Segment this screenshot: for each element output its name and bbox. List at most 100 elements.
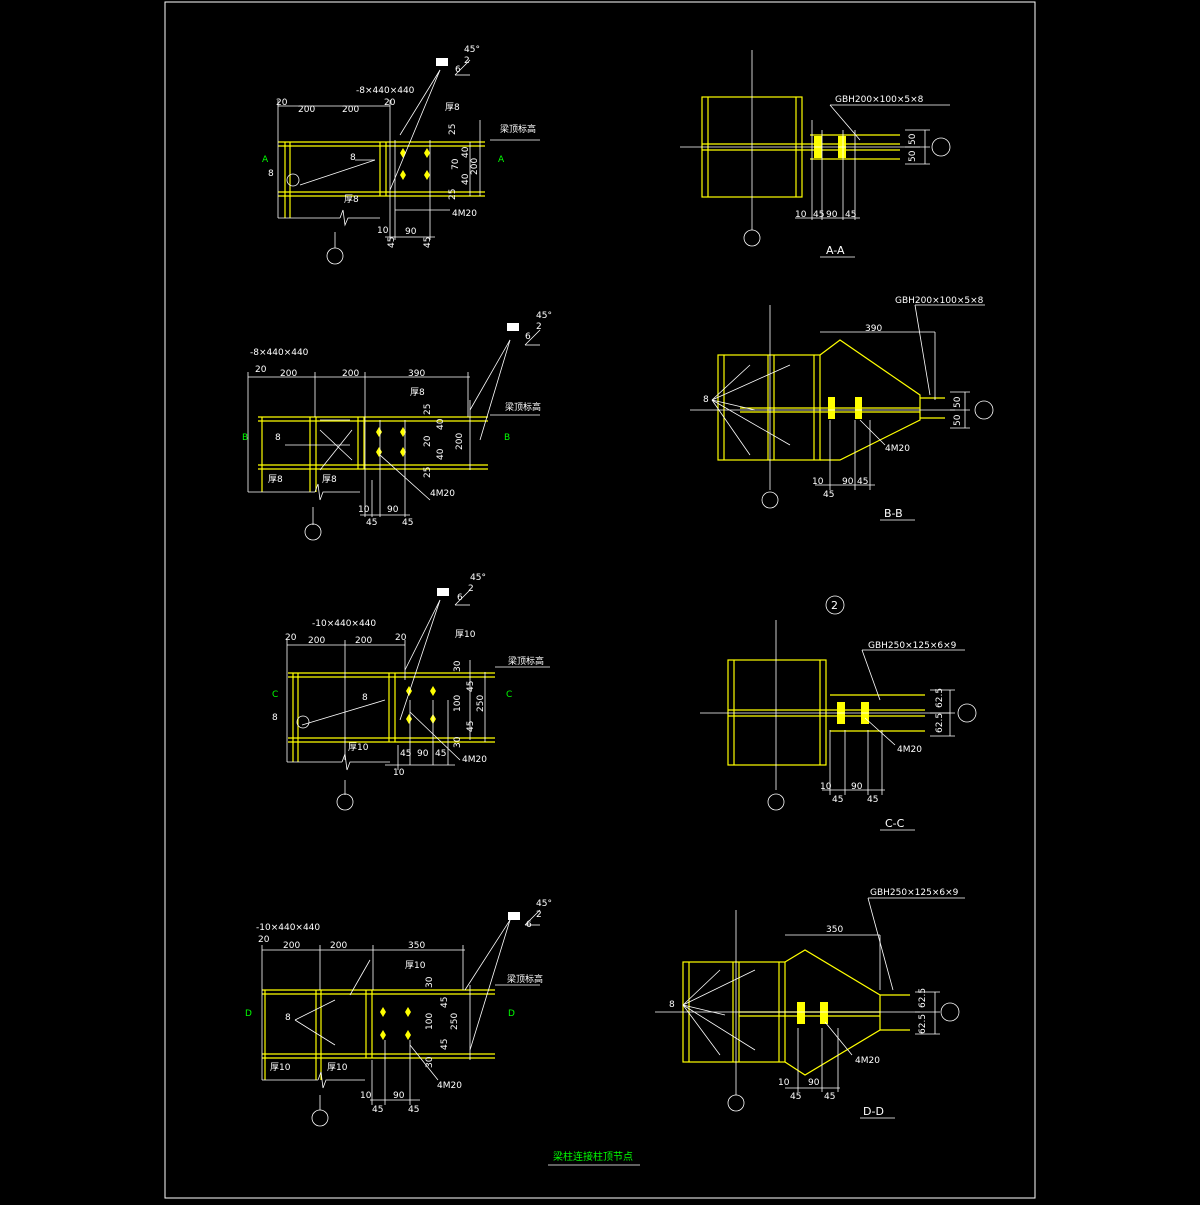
bolt-label: 4M20: [452, 209, 477, 219]
section-title: D-D: [863, 1105, 884, 1118]
bdim-45-a: 45: [823, 490, 834, 500]
section-mark-left: B: [242, 433, 248, 443]
bdim-10: 10: [358, 505, 370, 515]
vdim-1: 30: [453, 660, 463, 672]
rdim-2: 50: [908, 150, 918, 162]
rdim-1: 62.5: [935, 688, 945, 708]
vdim-4: 45: [466, 721, 476, 732]
vdim-total: 250: [450, 1013, 460, 1030]
bdim-45-b: 45: [423, 237, 433, 248]
flag-b: 6: [455, 65, 461, 75]
stiffener-label: 厚10: [455, 629, 476, 640]
flag-angle: 45°: [464, 45, 480, 55]
bdim-45-a: 45: [400, 749, 411, 759]
detail-d: -10×440×440 20 200 200 350 厚10 8 梁顶标高 30…: [245, 899, 552, 1127]
vdim-3: 100: [425, 1013, 435, 1030]
flag-a: 2: [464, 56, 470, 66]
dim-390: 390: [865, 324, 882, 334]
detail-b: -8×440×440 20 200 200 390 厚8 8 梁顶标高 25 4…: [242, 311, 552, 541]
vdim-1: 30: [425, 976, 435, 988]
bdim-10: 10: [812, 477, 824, 487]
section-mark-right: B: [504, 433, 510, 443]
dim-20: 20: [255, 365, 267, 375]
vdim-5: 25: [448, 189, 458, 200]
elevation-label: 梁顶标高: [507, 973, 543, 985]
dim-200-a: 200: [298, 105, 315, 115]
weld-size: 8: [350, 153, 356, 163]
bdim-90: 90: [842, 477, 854, 487]
plate-thickness: 厚10: [348, 742, 369, 753]
section-title: B-B: [884, 507, 903, 520]
vdim-2: 45: [440, 997, 450, 1008]
plate-label: -8×440×440: [356, 86, 415, 96]
weld-size: 8: [669, 1000, 675, 1010]
rdim-1: 50: [908, 133, 918, 145]
bdim-45-b: 45: [867, 795, 878, 805]
bdim-10: 10: [360, 1091, 372, 1101]
section-title: C-C: [885, 817, 905, 830]
flag-angle: 45°: [536, 311, 552, 321]
dim-200-b: 200: [330, 941, 347, 951]
bolt-label: 4M20: [437, 1081, 462, 1091]
section-title: A-A: [826, 244, 845, 257]
section-mark-left: C: [272, 690, 278, 700]
beam-label: GBH250×125×6×9: [868, 641, 957, 651]
bdim-10: 10: [820, 782, 832, 792]
bdim-45-b: 45: [857, 477, 868, 487]
weld-size: 8: [362, 693, 368, 703]
beam-label: GBH200×100×5×8: [835, 95, 924, 105]
sheet-title: 梁柱连接柱顶节点: [553, 1150, 633, 1163]
weld-size: 8: [703, 395, 709, 405]
bdim-10: 10: [377, 226, 389, 236]
dim-200-b: 200: [342, 369, 359, 379]
bolt-label: 4M20: [855, 1056, 880, 1066]
section-mark-right: D: [508, 1009, 515, 1019]
section-mark-left: D: [245, 1009, 252, 1019]
dim-200-b: 200: [355, 636, 372, 646]
bdim-90: 90: [417, 749, 429, 759]
beam-label: GBH250×125×6×9: [870, 888, 959, 898]
section-mark-left: A: [262, 155, 269, 165]
bdim-45-b: 45: [435, 749, 446, 759]
flag-angle: 45°: [470, 573, 486, 583]
vdim-5: 30: [453, 736, 463, 748]
flag-a: 2: [536, 322, 542, 332]
dim-200-a: 200: [283, 941, 300, 951]
rdim-2: 62.5: [918, 1014, 928, 1034]
vdim-2: 45: [466, 681, 476, 692]
sheet-title-block: 梁柱连接柱顶节点: [548, 1150, 640, 1166]
bdim-90: 90: [851, 782, 863, 792]
plate-thickness-2: 厚8: [322, 474, 337, 485]
dim-350: 350: [826, 925, 843, 935]
rdim-2: 62.5: [935, 713, 945, 733]
dim-20-right: 20: [384, 98, 396, 108]
vdim-4: 45: [440, 1039, 450, 1050]
plate-label: -8×440×440: [250, 348, 309, 358]
bdim-45-b: 45: [845, 210, 856, 220]
bdim-45-b: 45: [824, 1092, 835, 1102]
bdim-45-a: 45: [366, 518, 377, 528]
bdim-45-a: 45: [387, 237, 397, 248]
plate-thickness-1: 厚8: [268, 474, 283, 485]
vdim-4: 40: [461, 173, 471, 185]
bdim-45-a: 45: [372, 1105, 383, 1115]
flag-b: 6: [525, 332, 531, 342]
elevation-label: 梁顶标高: [508, 655, 544, 667]
plate-label: -10×440×440: [256, 923, 320, 933]
vdim-total: 250: [476, 695, 486, 712]
section-aa: GBH200×100×5×8 50 50 10 45 90 45 A-A: [680, 50, 951, 258]
plate-thickness-2: 厚10: [327, 1062, 348, 1073]
dim-200-a: 200: [308, 636, 325, 646]
stiffener-label: 厚8: [445, 102, 460, 113]
flag-a: 2: [468, 584, 474, 594]
flag-b: 6: [457, 593, 463, 603]
rdim-1: 50: [953, 396, 963, 408]
detail-c: -10×440×440 20 200 200 20 厚10 8 8 梁顶标高 3…: [272, 573, 550, 811]
bdim-10: 10: [795, 210, 807, 220]
dim-20-left: 20: [285, 633, 297, 643]
vdim-2: 40: [461, 146, 471, 158]
vdim-3: 100: [453, 695, 463, 712]
vdim-total: 200: [470, 158, 480, 175]
